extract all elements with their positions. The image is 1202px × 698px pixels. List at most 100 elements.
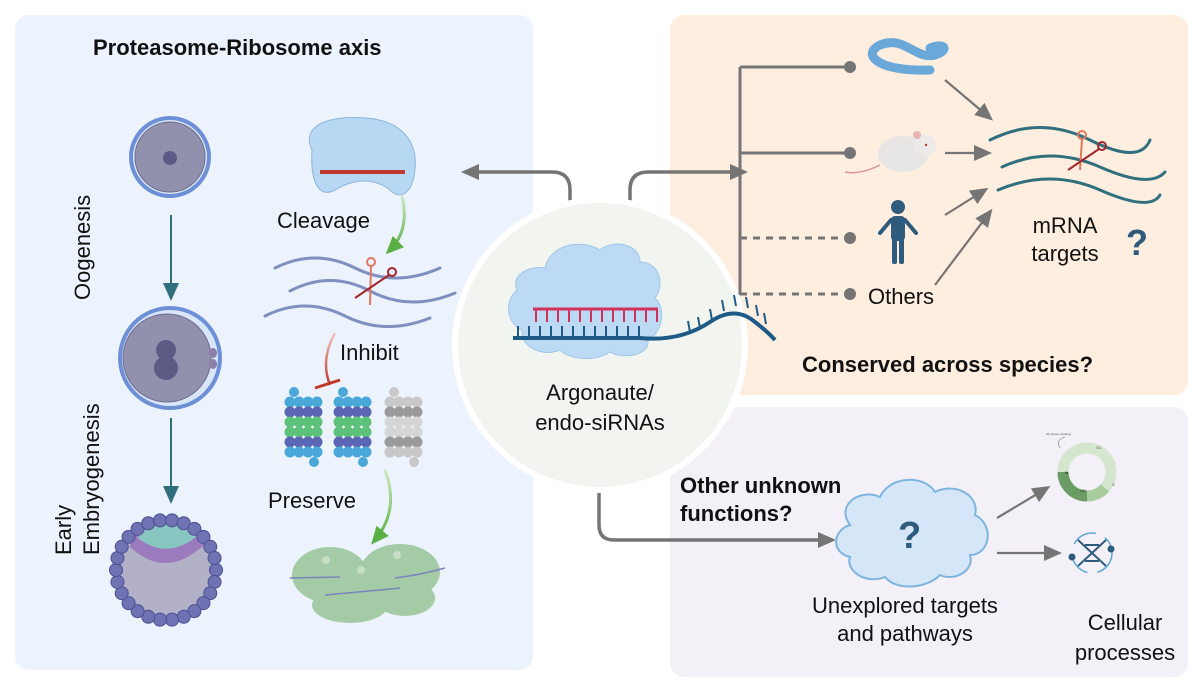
proteasome-subunit — [393, 396, 405, 408]
cell-cycle-icon — [1057, 436, 1117, 502]
inhibit-arrow — [324, 332, 337, 386]
proteasome-subunit — [302, 426, 314, 438]
proteasome-subunit — [342, 406, 354, 418]
proteasome-subunit — [402, 446, 414, 458]
proteasome-subunit — [284, 416, 296, 428]
proteasome-subunit — [411, 396, 423, 408]
proteasome-subunit — [311, 406, 323, 418]
species-to-mrna-arrows — [934, 79, 994, 286]
proteasome-subunit — [293, 396, 305, 408]
blastocyst-cell — [141, 516, 156, 531]
conservation-panel — [670, 15, 1188, 395]
label-mrna: mRNA — [1032, 213, 1098, 238]
proteasome-subunit — [411, 406, 423, 418]
proteasome-subunit — [351, 426, 363, 438]
scissors-icon — [354, 257, 397, 306]
heading-line-1: Other unknown — [680, 473, 842, 498]
label-argonaute: Argonaute/ — [546, 380, 654, 405]
blastocyst-cell — [207, 551, 222, 566]
proteasome-subunit — [393, 426, 405, 438]
worm-icon — [868, 38, 949, 75]
proteasome-subunit — [360, 436, 372, 448]
oocyte-icon — [129, 116, 211, 198]
proteasome-subunit — [311, 396, 323, 408]
caption-conserved-across-species: Conserved across species? — [802, 352, 1094, 377]
ribosome-polysome-icon — [289, 544, 446, 623]
heading-other-unknown-functions: Other unknown functions? — [680, 472, 841, 528]
proteasome-subunit — [311, 446, 323, 458]
stage-label-oogenesis: Oogenesis — [70, 194, 95, 300]
mrna-targets-icon — [988, 126, 1167, 204]
label-others: Others — [868, 284, 935, 309]
proteasome-subunit — [402, 406, 414, 418]
question-mark-icon: ? — [1126, 222, 1148, 263]
proteasome-subunit — [333, 426, 345, 438]
proteasome-subunit — [360, 396, 372, 408]
proteasome-subunit — [384, 416, 396, 428]
proteasome-subunit — [411, 446, 423, 458]
proteasome-subunit — [311, 416, 323, 428]
blastocyst-cell — [130, 604, 145, 619]
proteasome-subunit — [342, 446, 354, 458]
proteasome-subunit — [393, 416, 405, 428]
sirna-duplex-icon — [513, 294, 777, 342]
proteasome-subunit — [302, 436, 314, 448]
cell-cycle-label-g0: G0 phase (resting) — [1046, 432, 1071, 436]
blastocyst-cell — [165, 612, 180, 627]
proteasome-subunit — [293, 426, 305, 438]
proteasome-subunit — [402, 436, 414, 448]
proteasome-subunit — [393, 436, 405, 448]
proteasome-subunit — [302, 446, 314, 458]
blastocyst-cell — [152, 513, 167, 528]
tree-node-dots — [844, 61, 856, 300]
proteasome-subunit — [311, 436, 323, 448]
proteasome-subunit — [360, 406, 372, 418]
blastocyst-cell — [187, 521, 202, 536]
inhibit-bar — [314, 378, 341, 390]
proteasome-subunit — [284, 446, 296, 458]
blastocyst-cell — [209, 563, 223, 577]
cleavage-arrow — [385, 195, 406, 255]
connector-to-top-right — [628, 164, 748, 205]
blastocyst-cell — [203, 586, 218, 601]
preserve-arrow — [371, 469, 393, 545]
unknown-cloud-icon — [835, 478, 989, 588]
cloud-question-mark-icon: ? — [898, 515, 922, 557]
blastocyst-cell — [109, 563, 123, 577]
proteasome-subunit — [293, 436, 305, 448]
proteasome-subunit — [302, 406, 314, 418]
proteasome-subunit — [311, 426, 323, 438]
proteasome-subunit — [384, 406, 396, 418]
connector-to-bottom-right — [597, 490, 836, 548]
human-icon — [878, 200, 918, 264]
proteasome-subunit — [284, 406, 296, 418]
proteasome-subunit — [284, 396, 296, 408]
proteasome-subunit — [384, 446, 396, 458]
proteasome-subunit — [411, 426, 423, 438]
proteasome-subunit — [411, 416, 423, 428]
proteasome-subunit — [393, 446, 405, 458]
cell-cycle-label-m: M — [1065, 470, 1069, 475]
proteasome-subunit — [384, 426, 396, 438]
blastocyst-cell — [152, 612, 167, 627]
stage-label-embryogenesis: Embryogenesis — [79, 403, 104, 555]
proteasome-subunit — [284, 436, 296, 448]
proteasome-subunit — [384, 436, 396, 448]
proteasome-subunit — [293, 406, 305, 418]
blastocyst-cell — [114, 539, 129, 554]
label-endo-sirnas: endo-siRNAs — [535, 410, 665, 435]
label-mrna-targets: mRNA targets — [1015, 212, 1115, 268]
proteasome-ribosome-panel — [15, 15, 533, 670]
argonaute-ribosome-icon — [309, 116, 416, 196]
cell-cycle-label-s: S — [1112, 482, 1115, 487]
label-unexplored-line-1: Unexplored targets — [812, 593, 998, 618]
proteasome-subunit — [333, 436, 345, 448]
label-inhibit: Inhibit — [340, 340, 399, 365]
label-unexplored-line-2: and pathways — [837, 621, 973, 646]
proteasome-subunit — [402, 396, 414, 408]
proteasome-subunit — [360, 426, 372, 438]
label-argonaute-endo-sirnas: Argonaute/ endo-siRNAs — [520, 378, 680, 438]
label-unexplored-targets-pathways: Unexplored targets and pathways — [780, 592, 1030, 648]
blastocyst-icon — [109, 513, 223, 627]
cloud-to-process-arrows — [996, 485, 1062, 561]
